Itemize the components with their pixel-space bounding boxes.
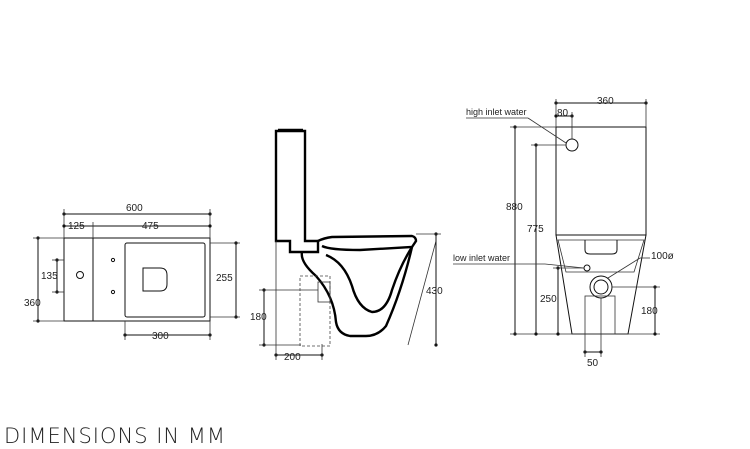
dim-low-inlet-height: 250 <box>540 266 584 336</box>
caption: DIMENSIONS IN MM <box>4 424 227 448</box>
label-high-inlet-height: 775 <box>527 224 544 235</box>
dim-inlet-offset: 135 <box>41 258 64 294</box>
side-view: 430 180 200 <box>250 128 443 363</box>
label-cistern-depth: 125 <box>68 221 85 232</box>
label-bowl-width: 255 <box>216 273 233 284</box>
callout-outlet-diameter: 100ø <box>607 251 674 279</box>
dim-fixing-distance: 300 <box>123 321 212 342</box>
label-bowl-length: 475 <box>142 221 159 232</box>
side-outline <box>274 128 437 347</box>
label-low-inlet-height: 250 <box>540 294 557 305</box>
dim-outlet-centre-height: 180 <box>612 285 660 336</box>
label-low-inlet: low inlet water <box>453 253 510 263</box>
label-overall-width: 360 <box>24 298 41 309</box>
callout-low-inlet: low inlet water <box>453 253 585 269</box>
label-fixing-distance: 300 <box>152 331 169 342</box>
label-cistern-width: 360 <box>597 96 614 107</box>
label-overall-length: 600 <box>126 203 143 214</box>
label-outlet-height: 180 <box>250 312 267 323</box>
label-outlet-diameter: 100ø <box>651 251 674 262</box>
front-view: 360 80 high inlet water 880 775 <box>453 96 674 369</box>
dim-cistern-width: 360 <box>554 96 648 127</box>
label-outlet-offset: 50 <box>587 358 599 369</box>
dim-overall-width: 360 <box>24 236 64 323</box>
dim-high-inlet-height: 775 <box>527 143 566 336</box>
dim-seat-height: 430 <box>416 232 443 347</box>
label-outlet-setout: 200 <box>284 352 301 363</box>
dim-outlet-offset: 50 <box>583 298 603 369</box>
callout-high-inlet: high inlet water <box>466 107 567 144</box>
dim-overall-length: 600 <box>62 203 212 238</box>
dim-high-inlet-offset: 80 <box>554 108 574 139</box>
label-seat-height: 430 <box>426 286 443 297</box>
dim-outlet-setout: 200 <box>274 344 324 363</box>
label-high-inlet-offset: 80 <box>557 108 569 119</box>
label-outlet-centre-height: 180 <box>641 306 658 317</box>
plan-outline <box>63 237 211 322</box>
dim-outlet-height: 180 <box>250 288 318 347</box>
dim-cistern-bowl: 125 475 <box>62 221 212 238</box>
label-inlet-offset: 135 <box>41 271 58 282</box>
label-high-inlet: high inlet water <box>466 107 527 117</box>
plan-view: 600 125 475 360 135 255 <box>24 203 240 342</box>
dim-bowl-width: 255 <box>210 241 240 319</box>
label-overall-height: 880 <box>506 202 523 213</box>
